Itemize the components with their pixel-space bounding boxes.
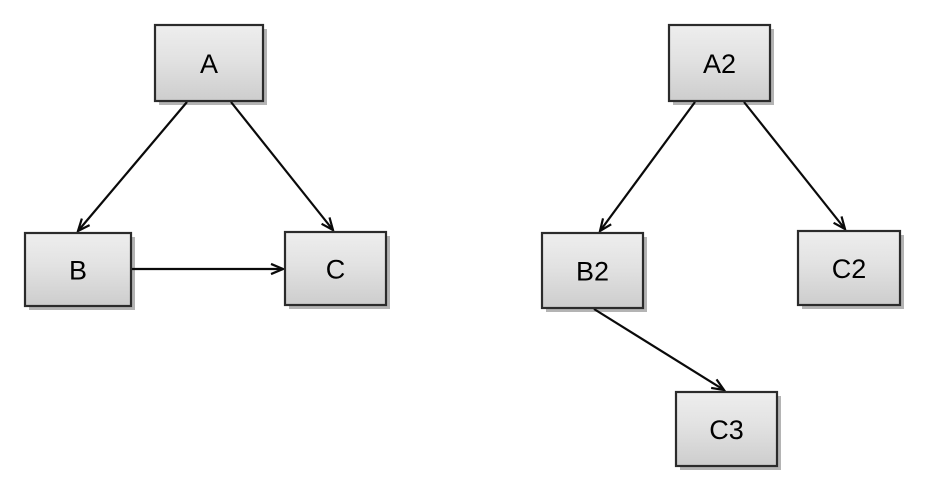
edge-a2-to-c2[interactable] [743, 101, 847, 232]
node-box [153, 23, 265, 103]
node-c2[interactable]: C2 [796, 229, 902, 307]
edge-b2-to-c3[interactable] [593, 308, 727, 392]
edge-b-to-c[interactable] [132, 262, 286, 276]
edge-a2-to-b2[interactable] [598, 101, 696, 234]
node-c[interactable]: C [283, 230, 388, 307]
node-box [667, 23, 772, 103]
node-box [283, 230, 388, 307]
edge-line [593, 308, 725, 391]
node-a2[interactable]: A2 [667, 23, 772, 103]
node-c3[interactable]: C3 [674, 390, 779, 468]
node-b[interactable]: B [23, 231, 133, 308]
edge-layer [76, 101, 847, 392]
edge-line [230, 101, 334, 231]
edge-line [743, 101, 846, 230]
node-a[interactable]: A [153, 23, 265, 103]
edge-line [599, 101, 696, 232]
arrowhead-icon [833, 216, 847, 232]
arrowhead-icon [710, 378, 727, 392]
arrowhead-icon [321, 217, 335, 233]
edge-a-to-c[interactable] [230, 101, 335, 233]
arrowhead-icon [76, 218, 91, 234]
node-b2[interactable]: B2 [540, 231, 645, 310]
arrowhead-icon [598, 218, 612, 234]
node-box [674, 390, 779, 468]
node-box [540, 231, 645, 310]
edge-line [77, 101, 188, 232]
arrowhead-icon [270, 262, 286, 276]
node-box [796, 229, 902, 307]
edge-a-to-b[interactable] [76, 101, 188, 234]
node-box [23, 231, 133, 308]
